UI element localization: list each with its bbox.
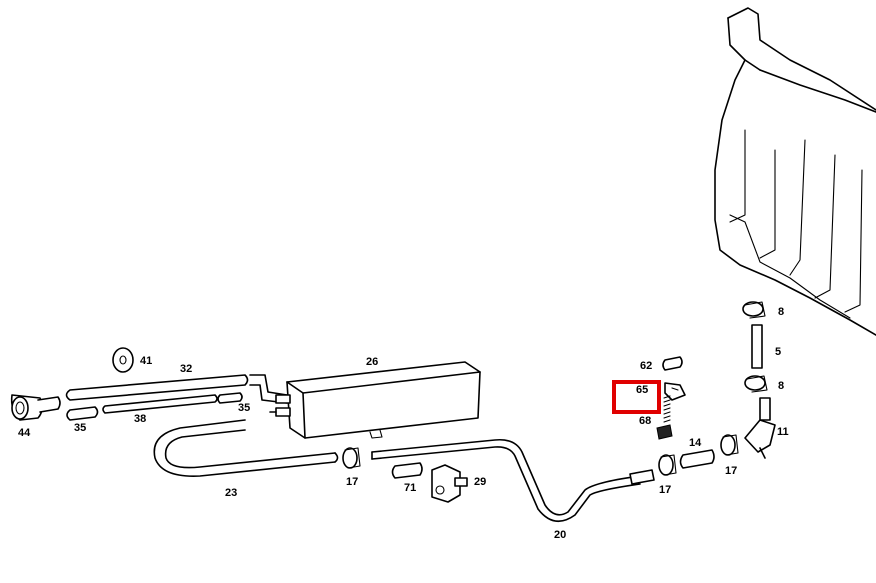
label-11: 11 [777, 426, 789, 438]
label-23: 23 [225, 487, 237, 499]
part-11-tee [744, 397, 776, 459]
label-8-top: 8 [778, 306, 784, 318]
part-41-grommet [112, 347, 134, 373]
label-65: 65 [636, 384, 648, 396]
part-38-pipe [102, 394, 218, 414]
highlight-box [612, 380, 661, 414]
label-17-mid: 17 [659, 484, 671, 496]
callout-labels: 41 32 26 44 35 38 35 23 17 71 29 20 62 6… [18, 306, 789, 541]
label-32: 32 [180, 363, 192, 375]
part-65-clip [664, 382, 686, 401]
label-68: 68 [639, 415, 651, 427]
part-17-clamp-mid [658, 454, 677, 476]
fuel-tank [714, 7, 876, 336]
label-8-bottom: 8 [778, 380, 784, 392]
label-62: 62 [640, 360, 652, 372]
label-5: 5 [775, 346, 781, 358]
label-71: 71 [404, 482, 416, 494]
label-35-right: 35 [238, 402, 250, 414]
label-44: 44 [18, 427, 31, 439]
label-29: 29 [474, 476, 486, 488]
part-20-fuel-line [371, 438, 655, 522]
part-17-clamp-left [342, 447, 361, 469]
part-44-connector [10, 394, 61, 421]
part-26-canister [249, 361, 481, 439]
part-68-screw [656, 395, 673, 440]
label-35-left: 35 [74, 422, 86, 434]
part-71-sleeve [391, 462, 423, 479]
part-14-hose [679, 449, 715, 469]
part-32-hose [65, 374, 249, 401]
label-41: 41 [140, 355, 152, 367]
label-26: 26 [366, 356, 378, 368]
part-17-clamp-right [720, 434, 739, 456]
label-17-right: 17 [725, 465, 737, 477]
label-14: 14 [689, 437, 702, 449]
part-5-hose [751, 324, 763, 369]
label-38: 38 [134, 413, 146, 425]
part-35-hose-right [217, 392, 243, 404]
part-8-clamp-top [742, 301, 766, 319]
part-35-hose-left [66, 406, 99, 421]
label-20: 20 [554, 529, 566, 541]
part-8-clamp-bottom [744, 375, 768, 393]
part-62-plug [662, 356, 683, 371]
part-23-hose [153, 419, 339, 477]
label-17-left: 17 [346, 476, 358, 488]
part-29-bracket [431, 464, 468, 503]
